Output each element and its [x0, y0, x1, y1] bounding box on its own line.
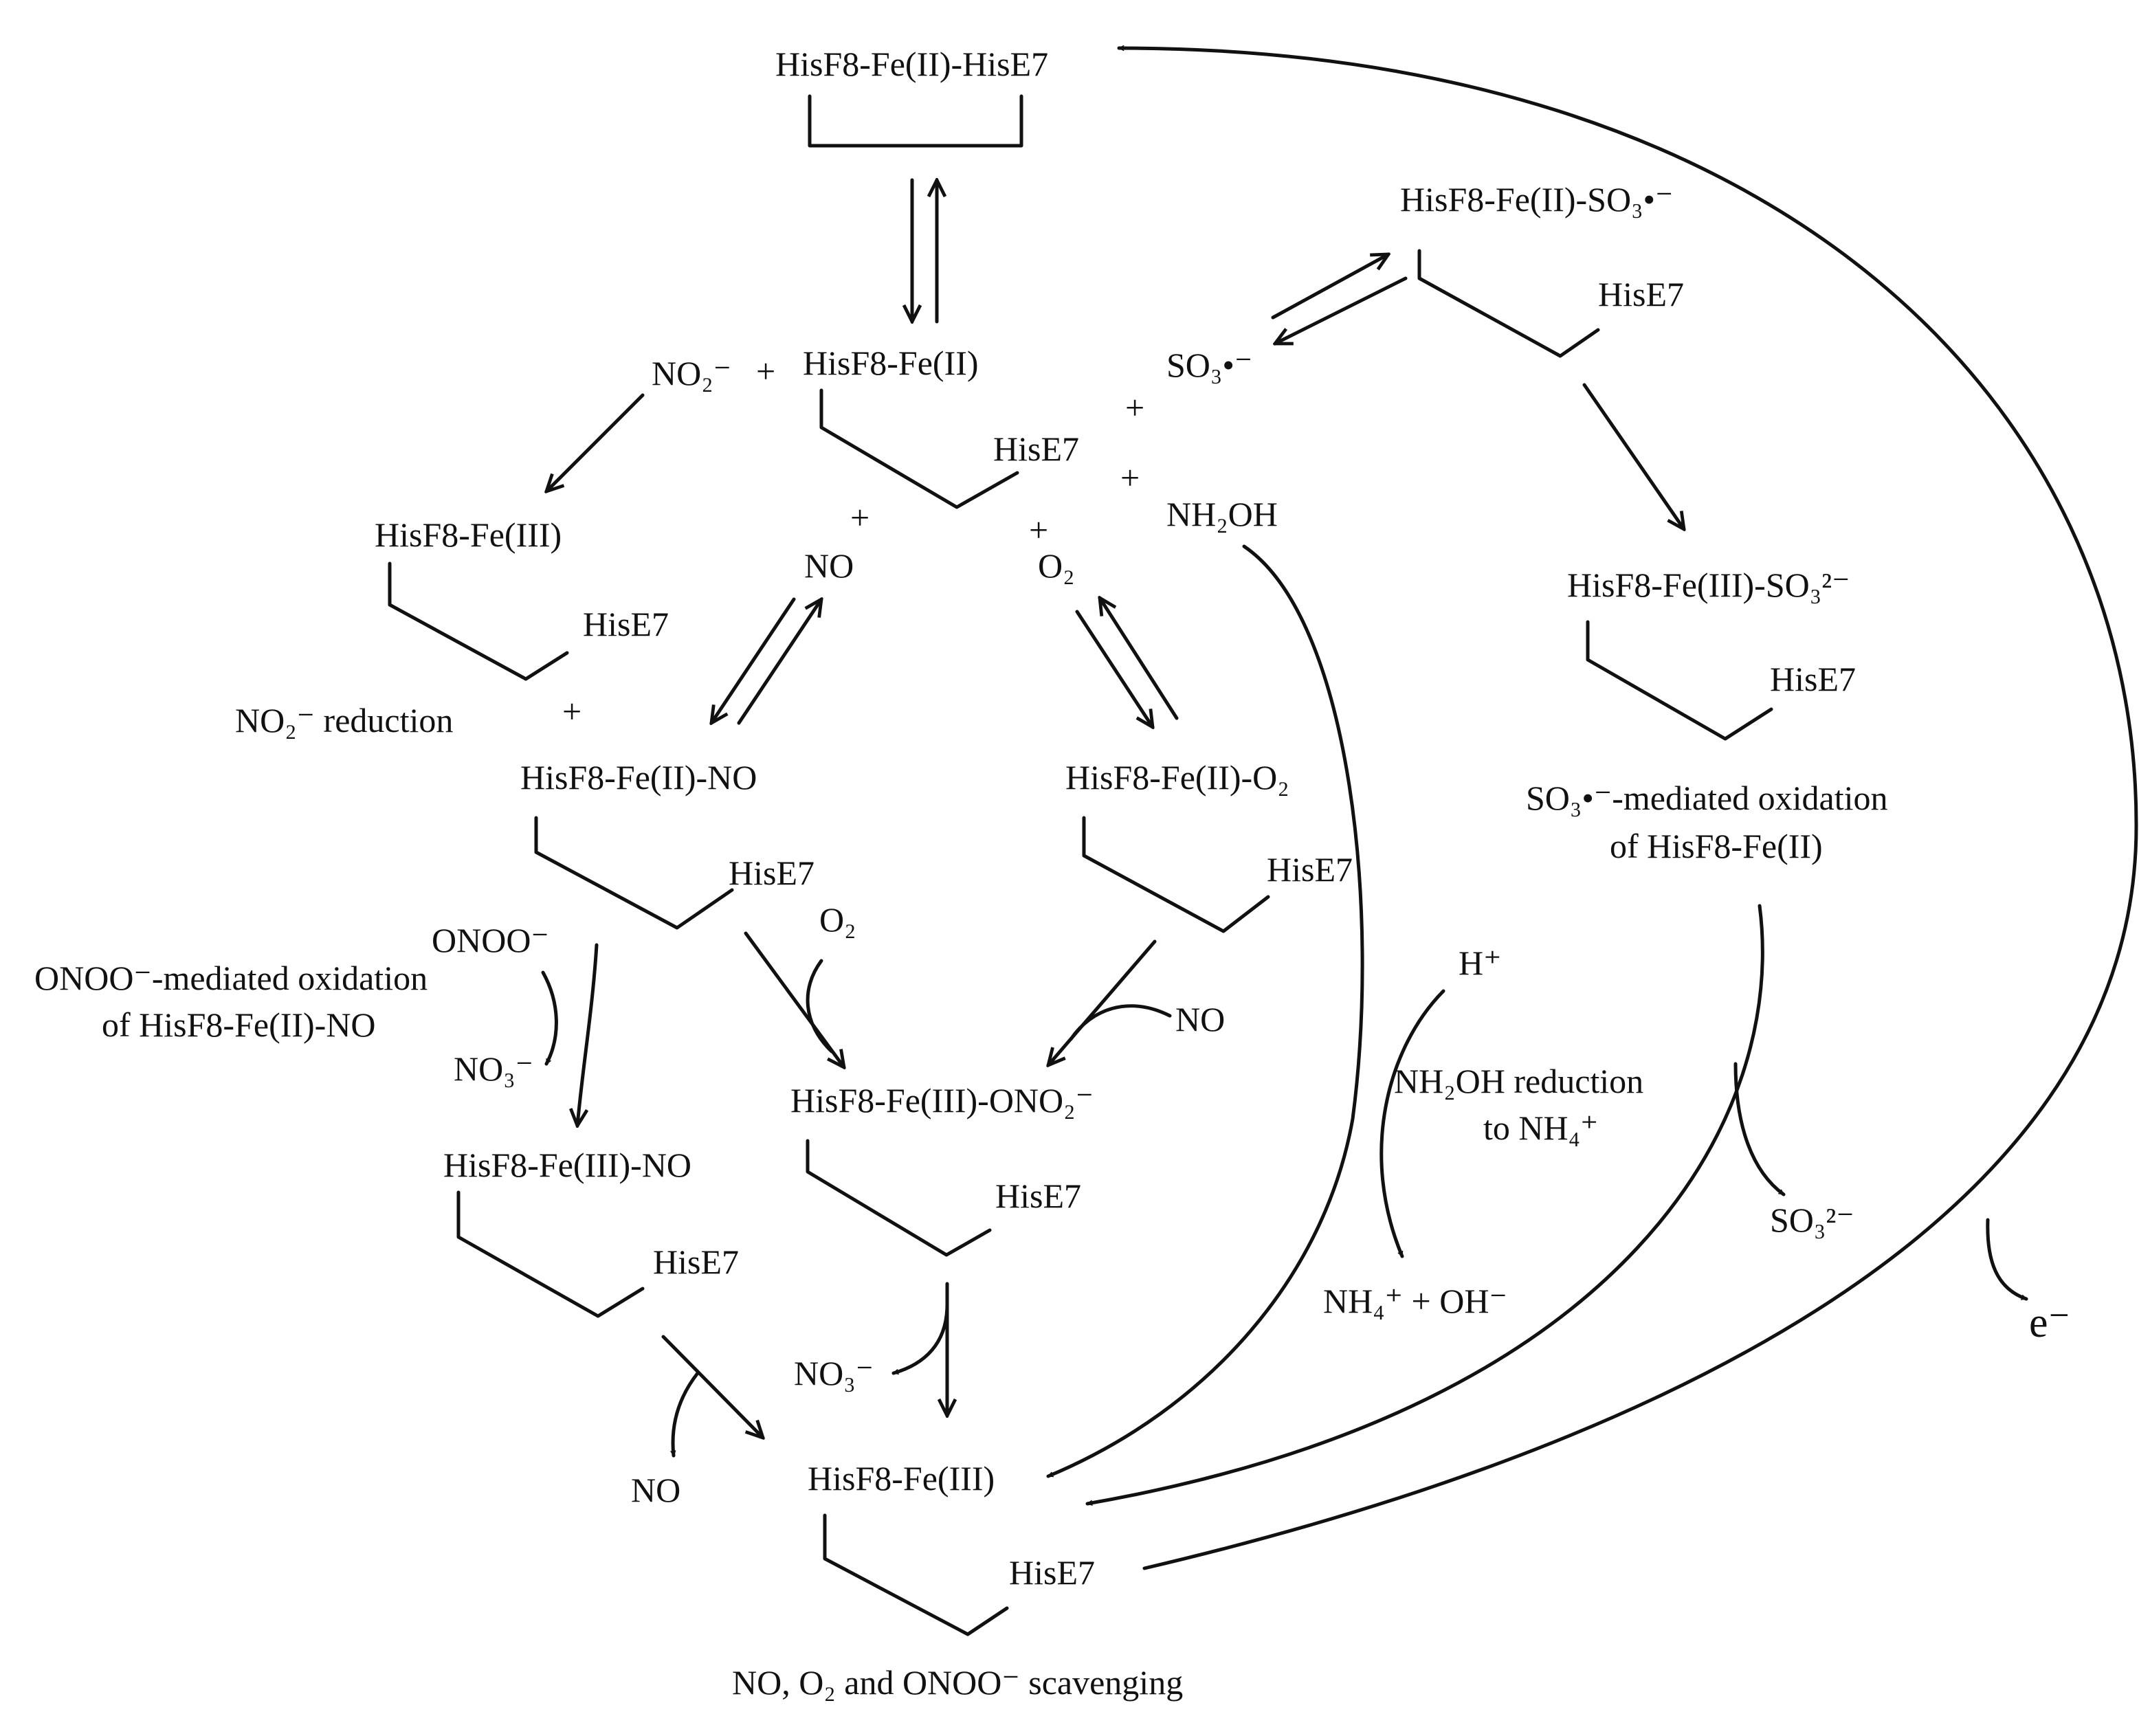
species-fe3-left: HisF8-Fe(III): [375, 515, 562, 554]
species-fe2-so3: HisF8-Fe(II)-SO₃•⁻: [1400, 180, 1673, 219]
nh2oh-reduction-label-1: NH₂OH reduction: [1394, 1062, 1643, 1100]
hydroxylamine-reagent: NH₂OH: [1166, 495, 1278, 533]
scavenging-label: NO, O₂ and ONOO⁻ scavenging: [732, 1663, 1183, 1702]
nitrite-reagent: NO₂⁻: [652, 354, 731, 392]
his-e7-fe2-so3: HisE7: [1598, 275, 1684, 313]
onoo-oxidation-label-2: of HisF8-Fe(II)-NO: [102, 1005, 376, 1044]
nh2oh-reduction-curve: [1046, 544, 1364, 1478]
o2-binding-arrow-down: [1075, 610, 1153, 727]
species-labels: HisF8-Fe(II)-HisE7 HisF8-Fe(II) HisE7 Hi…: [375, 45, 1856, 1592]
o2-binding-arrow-up: [1100, 598, 1179, 720]
o2-reagent: O₂: [1038, 546, 1075, 585]
peroxynitrite-reagent: ONOO⁻: [432, 921, 549, 959]
nitrite-reduction-label: NO₂⁻ reduction: [235, 701, 453, 739]
no-in-curve: [1069, 1004, 1172, 1041]
his-e7-fe2-no: HisE7: [729, 854, 814, 892]
long-range-arrows: [1046, 48, 2138, 1570]
process-labels: NO₂⁻ reduction ONOO⁻-mediated oxidation …: [34, 701, 1888, 1702]
sulfite-radical-reagent: SO₃•⁻: [1166, 346, 1252, 384]
h-plus-curve: [1379, 989, 1445, 1258]
species-fe3-so3: HisF8-Fe(III)-SO₃²⁻: [1567, 566, 1850, 604]
species-fe3-bottom: HisF8-Fe(III): [808, 1459, 995, 1498]
plus-so3: +: [1125, 388, 1144, 427]
fe2o2-to-ono2-arrow: [1048, 939, 1157, 1065]
ammonium-products: NH₄⁺ + OH⁻: [1323, 1282, 1507, 1320]
his-e7-penta: HisE7: [993, 430, 1079, 468]
species-hexa-top: HisF8-Fe(II)-HisE7: [775, 45, 1048, 83]
o2-in-curve: [806, 959, 834, 1054]
plus-nh2oh: +: [1120, 458, 1140, 497]
fe2-o2-linker: [1082, 816, 1270, 933]
so3-binding-arrow-left: [1275, 276, 1408, 346]
proton-reagent: H⁺: [1459, 944, 1502, 982]
his-e7-linkers: [388, 94, 1773, 1636]
nitrate-out-curve: [891, 1302, 949, 1375]
side-product-arrows: [541, 959, 1172, 1458]
no-reagent: NO: [804, 546, 854, 585]
onoo-in-curve: [541, 970, 558, 1066]
reduction-cycle-arc: [1117, 48, 2138, 1570]
so3-reduction-curve: [1085, 904, 1764, 1504]
no-out-curve: [673, 1371, 700, 1458]
fe2-so3-linker: [1417, 249, 1600, 358]
so3-binding-arrow-right: [1271, 254, 1388, 320]
no-binding-arrow-up: [737, 599, 821, 725]
so3-oxidation-arrow: [1582, 383, 1684, 529]
so3-oxidation-label-2: of HisF8-Fe(II): [1610, 827, 1823, 865]
fe3-ono2-linker: [806, 1139, 992, 1257]
species-fe3-no: HisF8-Fe(III)-NO: [443, 1146, 691, 1184]
his-e7-fe3-bottom: HisE7: [1009, 1553, 1095, 1592]
top-bracket: [808, 94, 1023, 148]
species-fe2-no: HisF8-Fe(II)-NO: [520, 758, 757, 797]
onoo-oxidation-label-1: ONOO⁻-mediated oxidation: [34, 959, 428, 997]
electron-product: e⁻: [2029, 1300, 2070, 1346]
fe3-bottom-linker: [823, 1513, 1009, 1636]
nh2oh-reduction-label-2: to NH₄⁺: [1483, 1109, 1598, 1147]
his-e7-fe3-ono2: HisE7: [995, 1177, 1081, 1215]
his-e7-fe3-no: HisE7: [653, 1243, 739, 1281]
fe2-no-linker: [534, 816, 734, 930]
sulfite-release-curve: [1733, 1062, 1786, 1197]
plus-nitrite: +: [756, 352, 775, 390]
no-binding-arrow-down: [711, 597, 796, 723]
plus-no: +: [850, 498, 869, 537]
nitrate-bottom-product: NO₃⁻: [794, 1354, 874, 1392]
fe3no-to-fe3-arrow: [661, 1335, 763, 1438]
nitrate-left-product: NO₃⁻: [454, 1049, 533, 1088]
o2-mid-reagent: O₂: [819, 900, 856, 939]
plus-fe3-left: +: [562, 692, 581, 731]
reagent-labels: NO₂⁻ + + NO + O₂ SO₃•⁻ + + NH₂OH + ONOO⁻…: [432, 346, 2070, 1509]
species-penta-fe2: HisF8-Fe(II): [803, 344, 979, 382]
reaction-arrows: [546, 180, 1684, 1438]
species-fe3-ono2: HisF8-Fe(III)-ONO₂⁻: [790, 1081, 1094, 1120]
penta-fe2-linker: [819, 388, 1019, 509]
plus-o2: +: [1029, 511, 1048, 549]
his-e7-fe3-left: HisE7: [583, 605, 669, 643]
electron-release-curve: [1986, 1218, 2028, 1301]
fe3-no-linker: [456, 1190, 645, 1318]
nitrite-arrow: [546, 393, 645, 491]
sulfite-product: SO₃²⁻: [1770, 1201, 1854, 1239]
onoo-oxidation-arrow: [577, 943, 599, 1126]
his-e7-fe3-so3: HisE7: [1770, 660, 1856, 698]
no-mid-reagent: NO: [1175, 1000, 1225, 1038]
no-bottom-product: NO: [631, 1471, 680, 1509]
so3-oxidation-label-1: SO₃•⁻-mediated oxidation: [1526, 779, 1888, 817]
fe3-so3-linker: [1586, 620, 1773, 741]
fe3-left-linker: [388, 561, 569, 681]
his-e7-fe2-o2: HisE7: [1267, 850, 1353, 889]
species-fe2-o2: HisF8-Fe(II)-O₂: [1065, 758, 1289, 797]
